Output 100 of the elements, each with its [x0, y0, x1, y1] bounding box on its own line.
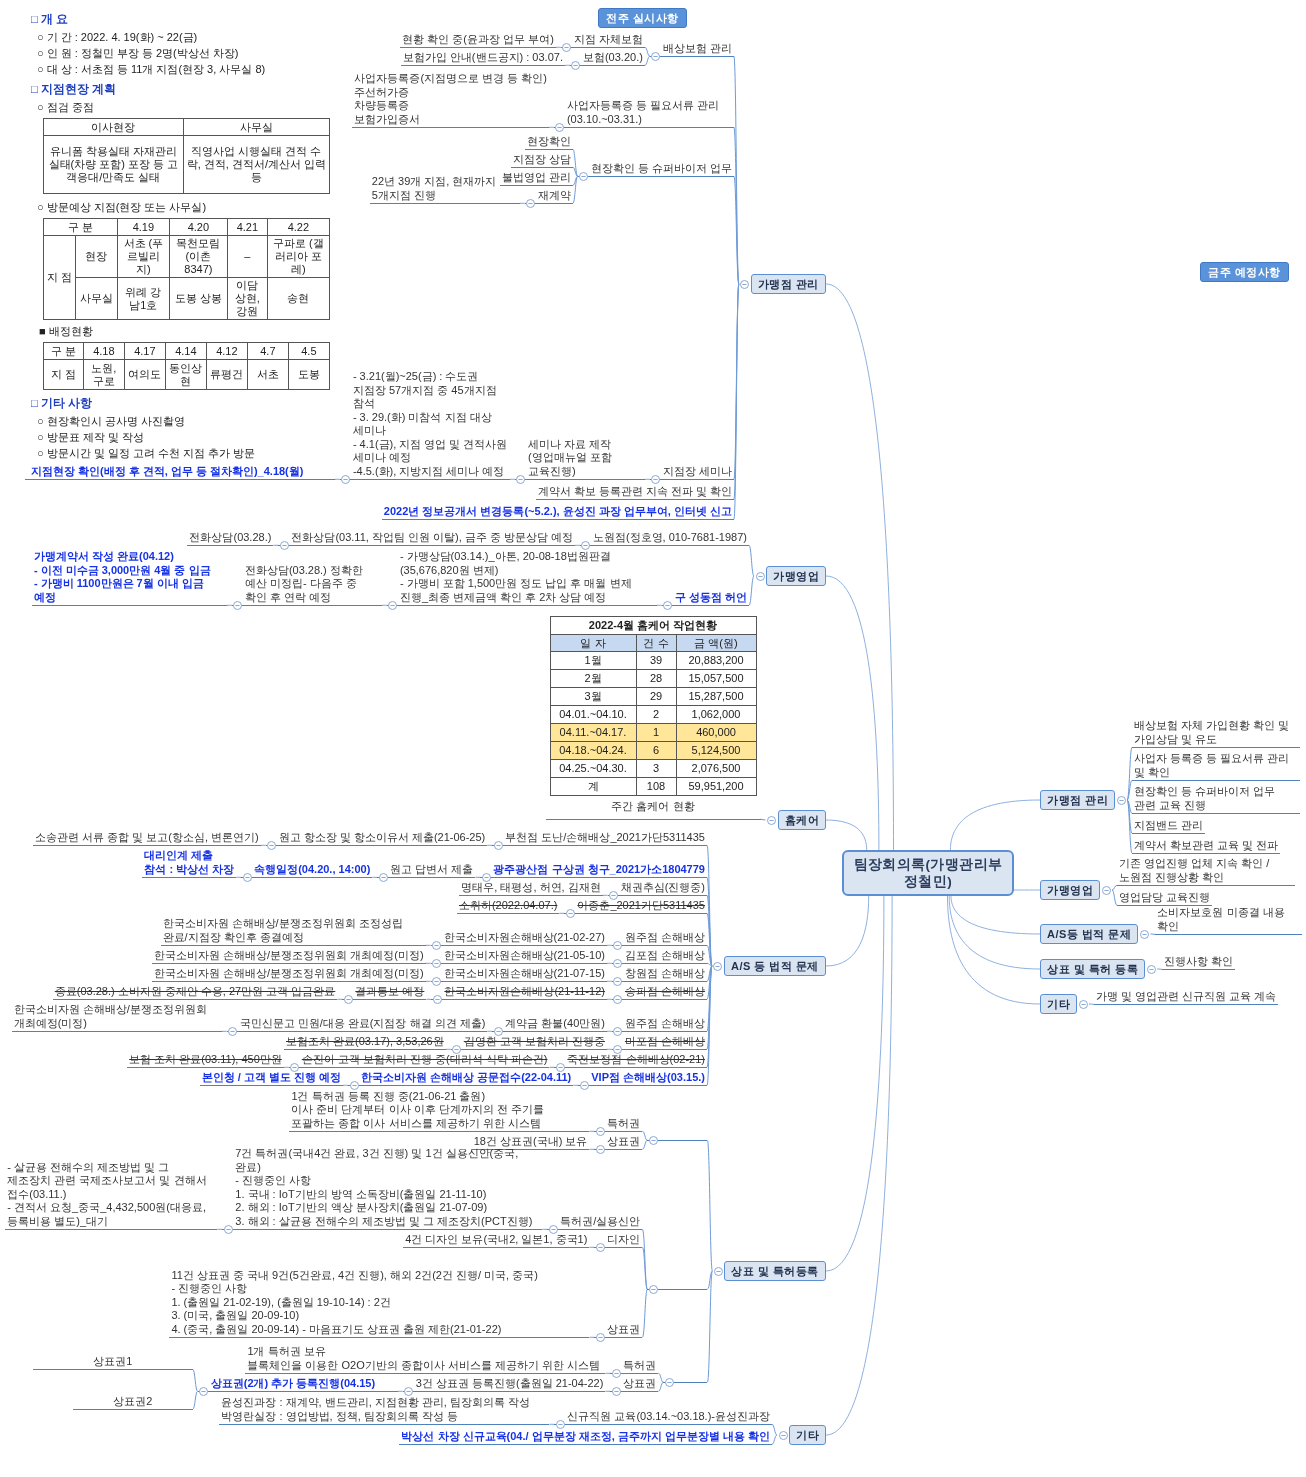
- topic-text: 상표권: [607, 1134, 641, 1147]
- connector: [604, 1372, 611, 1374]
- topic-text: 종료(03.28.) 소비자원 중재안 수용, 27만원 고객 입금완료: [52, 984, 338, 1000]
- topic-line: 2. 해외 : IoT기반의 액상 분사장치(출원일 21-07-09): [235, 1201, 489, 1215]
- topic-box: 기타: [789, 1425, 826, 1445]
- table-cell: 사무실: [183, 118, 330, 136]
- connector: [192, 1368, 199, 1392]
- topic-text: VIP점 손해배상(03.15.): [591, 1070, 705, 1083]
- document-line: ■ 배정현황: [38, 324, 93, 338]
- document-line: ○ 대 상 : 서초점 등 11개 지점(현장 3, 사무실 8): [36, 62, 266, 76]
- connector: [1126, 779, 1133, 801]
- topic: [5, 1160, 218, 1230]
- topic-text: 상표권(2개) 추가 등록진행(04.15): [210, 1376, 376, 1389]
- topic-text: 한국소비자원손해배상(21-02-27): [443, 930, 605, 943]
- topic-text: 지점밴드 관리: [1132, 818, 1206, 834]
- topic-text: 전화상담(03.28.): [187, 530, 274, 546]
- table-cell: 유니폼 착용실태 자재관리 실태(차량 포함) 포장 등 고객응대/만족도 실태: [43, 135, 184, 194]
- table-cell: 직영사업 시행실태 견적 수락, 견적, 견적서/계산서 입력 등: [183, 135, 330, 194]
- topic-line: 4. (중국, 출원일 20-09-14) - 마음표기도 상표권 출원 제한(21-01-22): [171, 1322, 503, 1336]
- topic-text: 현장확인 등 슈퍼바이저 업무 관련 교육 진행: [1132, 785, 1301, 814]
- topic-text: 소취하(2022.04.07.): [456, 898, 560, 914]
- topic-box: 상표 및 특허 등록: [1040, 959, 1146, 979]
- topic-text: 전화상담(03.28.) 정확한 예산 미정립- 다음주 중 확인 후 연락 예정: [244, 563, 363, 603]
- connector: [641, 1246, 648, 1290]
- connector: [371, 876, 378, 878]
- topic-text: 기존 영업진행 업체 지속 확인 / 노원점 진행상황 확인: [1117, 857, 1295, 886]
- table-cell: 4.12: [206, 342, 248, 360]
- topic-line: 블록체인을 이용한 O2O기반의 종합이사 서비스를 제공하기 위한 시스템: [247, 1358, 601, 1372]
- document-line: ○ 기 간 : 2022. 4. 19(화) ~ 22(금): [36, 30, 198, 44]
- topic-box: 가맹영업: [766, 566, 826, 586]
- connector: [657, 1381, 664, 1392]
- topic-line: 윤성진과장 : 재계약, 밴드관리, 지점현황 관리, 팀장회의록 작성: [221, 1396, 531, 1410]
- connector: [641, 1130, 648, 1141]
- topic-text: 현장확인: [524, 134, 573, 150]
- table-cell: 지 점: [43, 359, 84, 390]
- table-cell: 위례 강남1호: [117, 277, 170, 320]
- connector: [706, 944, 713, 967]
- topic-line: 1. (출원일 21-02-19), (출원일 19-10-14) : 2건: [171, 1295, 392, 1309]
- topic-text: 계약서 확보 등록관련 지속 전파 및 확인: [535, 484, 734, 500]
- connector: [574, 544, 581, 546]
- connector: [519, 202, 526, 204]
- topic-text: 현황 확인 중(윤과장 업무 부여): [400, 32, 556, 48]
- topic-text: 신규직원 교육(03.14.~03.18.)-윤성진과장: [567, 1409, 770, 1422]
- connector: [760, 818, 766, 821]
- connector: [1126, 799, 1133, 834]
- connector: [771, 1423, 778, 1436]
- connector: [549, 1066, 555, 1068]
- topic-text: 한국소비자원 손해배상/분쟁조정위원회 개최예정(미정): [152, 966, 426, 982]
- connector: [950, 895, 1041, 935]
- connector: [381, 604, 388, 606]
- topic-text: 보험가입 안내(밴드공지) : 03.07.: [400, 50, 565, 66]
- connector: [949, 799, 1041, 851]
- topic-line: 1건 특허권 등록 진행 중(21-06-21 출원): [291, 1089, 487, 1103]
- topic-line: - 3. 29.(화) 미참석 지점 대상 세미나: [352, 410, 493, 438]
- topic-text: 계약금 환불(40만원): [505, 1016, 605, 1029]
- connector: [641, 1139, 648, 1150]
- topic-box: A/S 등 법적 문제: [724, 956, 826, 976]
- connector: [706, 1270, 713, 1290]
- topic-line: - 가맹상담(03.14.)_아톤, 20-08-18법원판결(35,676,820원 변제): [399, 550, 612, 577]
- connector: [221, 1030, 228, 1032]
- topic-text: 김포점 손해배상: [624, 948, 705, 961]
- connector: [1013, 889, 1041, 891]
- table-cell: 4.18: [83, 342, 125, 360]
- connector: [948, 895, 1041, 970]
- topic-line: 7건 특허권(국내4건 완료, 3건 진행) 및 1건 실용신안(중국, 완료): [235, 1147, 520, 1174]
- connector: [602, 894, 609, 896]
- topic-text: 창원점 손해배상: [624, 966, 705, 979]
- connector: [572, 175, 579, 204]
- connector: [644, 46, 651, 57]
- connector: [588, 1130, 595, 1132]
- connector: [771, 1434, 778, 1445]
- topic-text: 국민신문고 민원/대응 완료(지점장 해결 의견 제출): [239, 1016, 486, 1029]
- topic: [142, 849, 237, 878]
- topic-text: 계약서 확보관련 교육 및 전파: [1132, 838, 1281, 854]
- topic-text: 18건 상표권(국내) 보유: [471, 1134, 590, 1150]
- table-cell: 4.14: [165, 342, 207, 360]
- connector: [706, 962, 713, 967]
- topic-text: 김영환 고객 보험처리 진행중: [463, 1034, 605, 1047]
- topic-text: 디자인: [607, 1232, 641, 1245]
- topic-text: 영업담당 교육진행: [1117, 890, 1213, 906]
- connector: [445, 1048, 452, 1050]
- table-cell: 서초: [247, 359, 289, 390]
- connector: [1088, 1003, 1095, 1005]
- topic-text: 원주점 손해배상: [624, 1016, 705, 1029]
- topic-text: 한국소비자원 손해배상/분쟁조정위원회 조정성립 완료/지점장 확인후 종결예정: [160, 917, 426, 946]
- document-line: ○ 인 원 : 정철민 부장 등 2명(박상선 차장): [36, 46, 239, 60]
- connector: [606, 944, 613, 946]
- connector: [425, 980, 432, 982]
- topic-text: 재계약: [537, 188, 571, 201]
- topic: [545, 614, 761, 820]
- topic-text: 원고 답변서 제출: [390, 862, 474, 875]
- table-cell: 사무실: [75, 277, 118, 320]
- table-cell: 39: [636, 651, 676, 670]
- topic-text: 본인청 / 고객 별도 진행 예정: [199, 1070, 343, 1086]
- table-cell: 04.01.~04.10.: [550, 705, 636, 724]
- table-cell: 108: [636, 777, 676, 796]
- connector: [1111, 889, 1118, 906]
- connector: [486, 1030, 493, 1032]
- table-cell: 04.25.~04.30.: [550, 759, 636, 778]
- connector: [555, 46, 562, 48]
